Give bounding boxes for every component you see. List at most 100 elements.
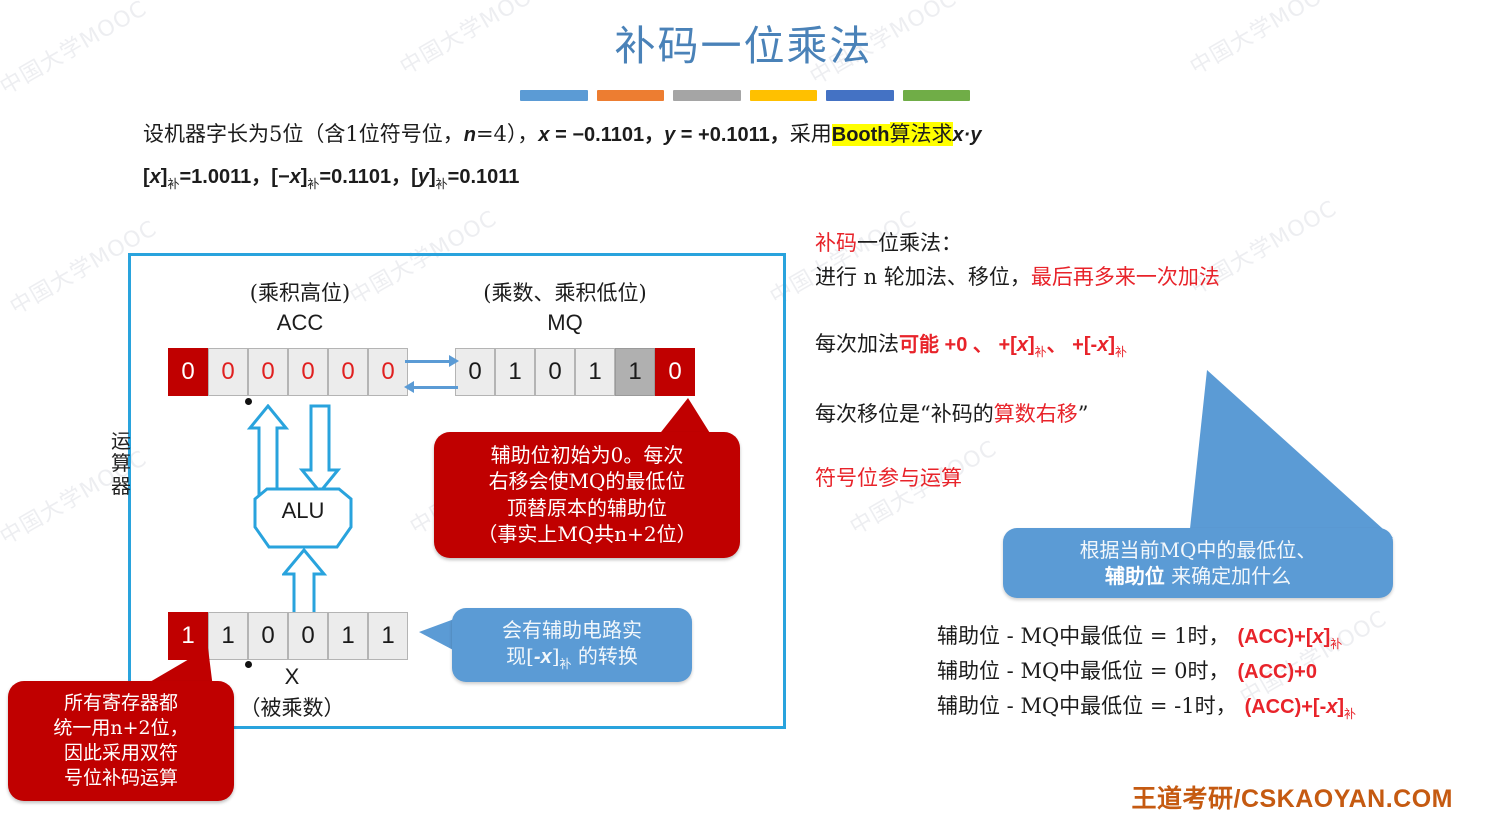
line4-black-b: ”	[1077, 402, 1089, 426]
complement-var-y: y	[417, 166, 429, 188]
x-bit-cell[interactable]: 1	[328, 612, 368, 660]
explanation-line-3: 每次加法可能 +0 、 +[x]补、 +[-x]补	[815, 328, 1127, 360]
callout-line: 顶替原本的辅助位	[507, 495, 667, 520]
callout-line: （事实上MQ共n+2位）	[477, 522, 697, 547]
callout-subscript: 补	[559, 657, 572, 671]
x-bit-cell[interactable]: 1	[368, 612, 408, 660]
rule-row: 辅助位 - MQ中最低位 = 0时， (ACC)+0	[937, 655, 1317, 686]
acc-caption: (乘积高位)	[249, 281, 351, 305]
complement-var-negx: −x	[277, 166, 301, 188]
callout-var-negx: -x	[533, 646, 552, 668]
acc-to-mq-arrow	[405, 355, 459, 367]
rule-action-a: (ACC)+0	[1237, 661, 1317, 683]
rule-action-b: ]	[1323, 626, 1331, 648]
footer-brand: 王道考研/CSKAOYAN.COM	[1131, 785, 1453, 813]
rule-action-a: (ACC)+[	[1237, 626, 1313, 648]
callout-decision-rule: 根据当前MQ中的最低位、 辅助位 来确定加什么	[1003, 528, 1393, 598]
heading-black-part: 一位乘法：	[857, 231, 962, 255]
x-register[interactable]: 1 1 0 0 1 1	[168, 612, 408, 660]
line2-red: 最后再多来一次加法	[1030, 265, 1220, 289]
stmt-booth-highlight: Booth	[831, 124, 890, 146]
x-bit-cell[interactable]: 0	[248, 612, 288, 660]
title-bar-4	[749, 90, 817, 101]
mq-bit-cell[interactable]: 0	[535, 348, 575, 396]
callout-text-a: 现[	[506, 644, 534, 668]
stmt-text-a: 设机器字长为5位（含1位符号位，	[143, 122, 464, 146]
mq-auxiliary-bit-cell[interactable]: 0	[655, 348, 695, 396]
callout-registers: 所有寄存器都 统一用n+2位， 因此采用双符 号位补码运算	[8, 681, 234, 802]
alu-diagram-frame	[128, 253, 786, 729]
stmt-text-e: 采用	[789, 122, 832, 146]
stmt-text-b: =4），	[475, 122, 539, 146]
alu-shape	[253, 487, 353, 549]
line4-red: 算数右移	[993, 402, 1078, 426]
line3-sub: 补	[1114, 345, 1127, 360]
acc-bit-cell[interactable]: 0	[368, 348, 408, 396]
callout-bold-part: 辅助位	[1104, 564, 1165, 588]
acc-bit-cell[interactable]: 0	[288, 348, 328, 396]
x-binary-point	[245, 661, 252, 668]
callout-line-2: 现[-x]补 的转换	[466, 643, 678, 673]
x-register-name: X	[284, 664, 300, 689]
rule-condition: 辅助位 - MQ中最低位 = -1时，	[937, 694, 1237, 718]
complement-subscript: 补	[307, 177, 320, 192]
mq-rule-callout-pointer	[1189, 370, 1393, 538]
rule-action-b: ]	[1337, 696, 1345, 718]
alu-label: ALU	[281, 498, 325, 523]
problem-statement-line-2: [x]补=1.0011，[−x]补=0.1101，[y]补=0.1011	[143, 160, 519, 192]
stmt-value-y: = +0.1011，	[675, 124, 790, 146]
acc-name: ACC	[276, 310, 324, 335]
line3-red-b: ]	[1027, 334, 1035, 356]
problem-statement-line-1: 设机器字长为5位（含1位符号位，n=4），x = −0.1101，y = +0.…	[143, 118, 981, 148]
acc-bit-cell[interactable]: 0	[208, 348, 248, 396]
rule-row: 辅助位 - MQ中最低位 = 1时，(ACC)+[x]补	[937, 620, 1342, 652]
line3-black: 每次加法	[815, 332, 899, 356]
callout-line: 根据当前MQ中的最低位、	[1079, 538, 1317, 562]
x-register-caption: （被乘数）	[239, 696, 345, 720]
complement-subscript: 补	[167, 177, 180, 192]
acc-bit-cell[interactable]: 0	[328, 348, 368, 396]
mq-bit-cell[interactable]: 1	[495, 348, 535, 396]
mq-caption: (乘数、乘积低位)	[483, 281, 647, 305]
rule-condition: 辅助位 - MQ中最低位 = 1时，	[937, 624, 1230, 648]
title-bar-5	[826, 90, 894, 101]
rule-action-var: x	[1312, 626, 1324, 648]
callout-line: 所有寄存器都	[63, 692, 178, 714]
acc-sign-cell[interactable]: 0	[168, 348, 208, 396]
line3-red-a: 可能 +0 、 +[	[899, 334, 1017, 356]
page-title: 补码一位乘法	[614, 22, 873, 70]
callout-aux-circuit: 会有辅助电路实 现[-x]补 的转换	[452, 608, 692, 682]
mq-to-acc-arrow	[404, 381, 458, 393]
callout-circuit-pointer	[419, 618, 457, 652]
acc-register[interactable]: 0 0 0 0 0 0	[168, 348, 408, 396]
callout-line-2: 辅助位 来确定加什么	[1017, 563, 1379, 589]
mq-bit-cell[interactable]: 1	[575, 348, 615, 396]
rule-action-a: (ACC)+[-	[1244, 696, 1327, 718]
mq-lowest-bit-cell[interactable]: 1	[615, 348, 655, 396]
rule-condition: 辅助位 - MQ中最低位 = 0时，	[937, 659, 1230, 683]
complement-negx-value: =0.1101，	[319, 166, 412, 188]
title-bar-2	[596, 90, 664, 101]
line3-red-d: ]	[1108, 334, 1115, 356]
bracket-close: ]	[160, 166, 168, 188]
stmt-text-f: 算法求	[889, 122, 953, 146]
x-bit-cell[interactable]: 0	[288, 612, 328, 660]
callout-line: 号位补码运算	[63, 767, 178, 790]
stmt-var-n: n	[463, 124, 476, 146]
acc-bit-cell[interactable]: 0	[248, 348, 288, 396]
mq-register[interactable]: 0 1 0 1 1 0	[455, 348, 695, 396]
callout-line: 会有辅助电路实	[502, 618, 642, 642]
rule-row: 辅助位 - MQ中最低位 = -1时，(ACC)+[-x]补	[937, 690, 1356, 722]
explanation-line-5: 符号位参与运算	[815, 466, 962, 490]
callout-line: 统一用n+2位，	[53, 717, 189, 740]
mq-name: MQ	[547, 310, 583, 335]
bracket-close: ]	[300, 166, 308, 188]
bracket-open: [	[143, 166, 150, 188]
complement-subscript: 补	[435, 177, 448, 192]
x-bit-cell[interactable]: 1	[208, 612, 248, 660]
alu-unit-label: 运算器	[111, 429, 131, 498]
line2-black: 进行 n 轮加法、移位，	[815, 265, 1031, 289]
explanation-line-2: 进行 n 轮加法、移位，最后再多来一次加法	[815, 261, 1220, 291]
mq-bit-cell[interactable]: 0	[455, 348, 495, 396]
line3-red-c: 、 +[-	[1046, 334, 1098, 356]
